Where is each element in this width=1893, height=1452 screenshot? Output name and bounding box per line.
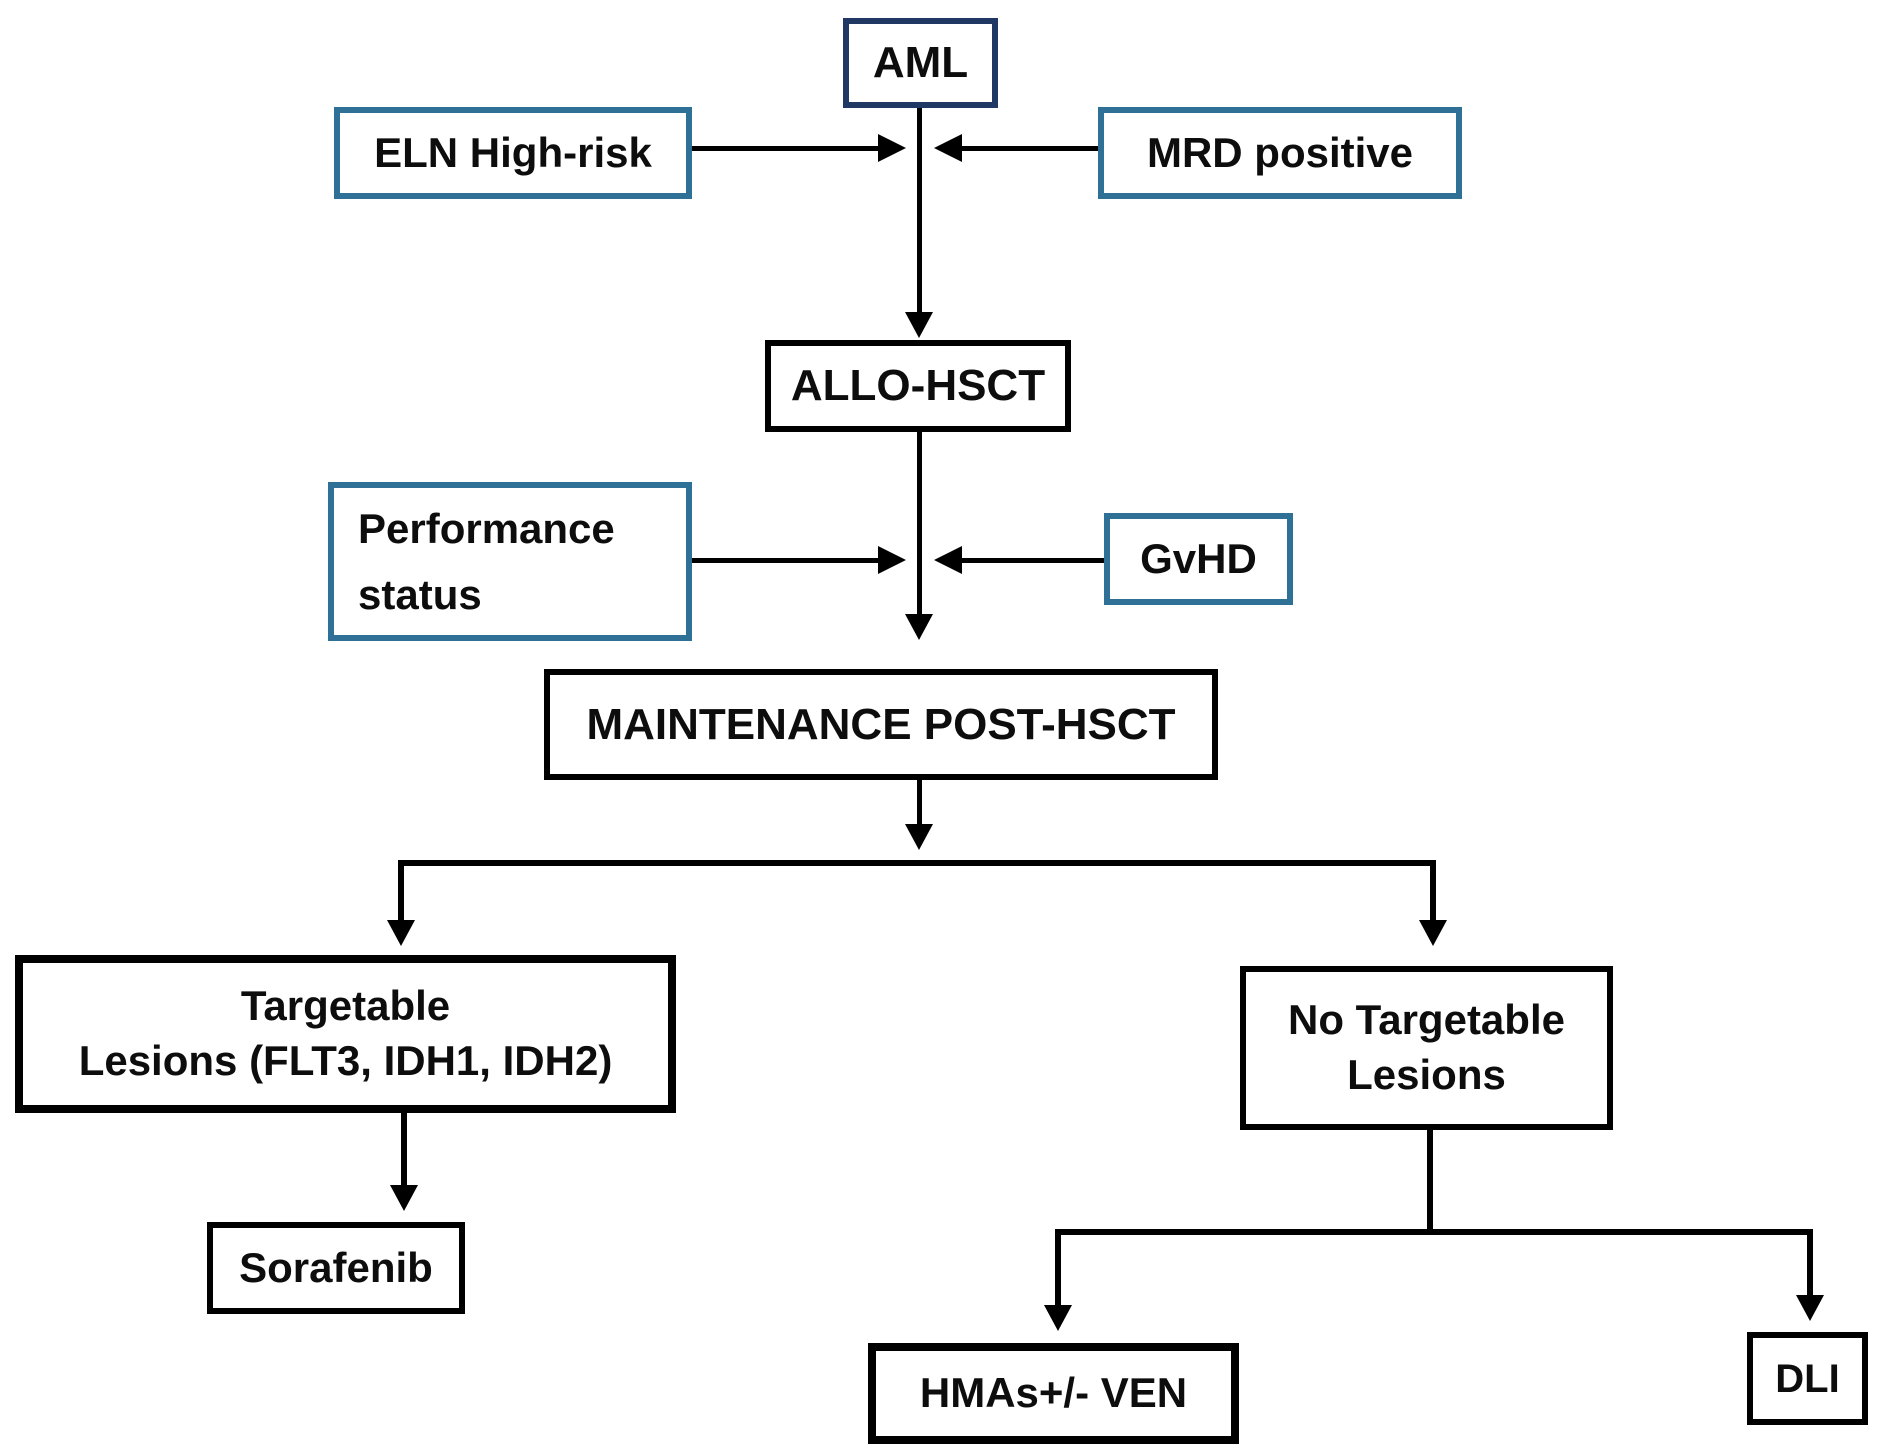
arrowhead-right-from-eln-icon <box>878 134 906 162</box>
arrowhead-left-from-gvhd-icon <box>934 546 962 574</box>
connector-allo-to-maintenance-line <box>917 432 922 616</box>
node-no-targetable-lesions: No Targetable Lesions <box>1240 966 1613 1130</box>
node-targetable-lesions: Targetable Lesions (FLT3, IDH1, IDH2) <box>15 955 676 1113</box>
node-eln-high-risk: ELN High-risk <box>334 107 692 199</box>
node-performance-status-line2: status <box>358 570 482 618</box>
arrowhead-down-into-dli-icon <box>1796 1295 1824 1321</box>
node-maintenance-post-hsct: MAINTENANCE POST-HSCT <box>544 669 1218 780</box>
connector-split2-horizontal-line <box>1055 1229 1813 1235</box>
node-no-targetable-lesions-line1: No Targetable <box>1288 996 1565 1044</box>
connector-split2-left-drop-line <box>1055 1229 1061 1307</box>
node-no-targetable-lesions-line2: Lesions <box>1347 1051 1506 1098</box>
node-hmas-ven-label: HMAs+/- VEN <box>919 1369 1188 1417</box>
arrowhead-left-from-mrd-icon <box>934 134 962 162</box>
node-dli-label: DLI <box>1775 1356 1840 1401</box>
node-performance-status-line1: Performance <box>358 505 615 553</box>
arrowhead-down-into-hmas-icon <box>1044 1305 1072 1331</box>
node-allo-hsct: ALLO-HSCT <box>765 340 1071 432</box>
arrowhead-down-into-sorafenib-icon <box>390 1185 418 1211</box>
node-sorafenib-label: Sorafenib <box>239 1243 433 1291</box>
connector-split2-right-drop-line <box>1807 1229 1813 1297</box>
node-mrd-positive-label: MRD positive <box>1146 128 1414 176</box>
node-maintenance-post-hsct-label: MAINTENANCE POST-HSCT <box>586 699 1176 749</box>
arrowhead-down-into-maintenance-icon <box>905 614 933 640</box>
connector-performance-arrow-line <box>692 558 878 563</box>
node-aml-label: AML <box>872 38 969 88</box>
arrowhead-down-into-allo-icon <box>905 312 933 338</box>
connector-maintenance-to-split-line <box>917 780 922 826</box>
node-hmas-ven: HMAs+/- VEN <box>868 1343 1239 1444</box>
node-sorafenib: Sorafenib <box>207 1222 465 1314</box>
node-allo-hsct-label: ALLO-HSCT <box>790 361 1046 411</box>
node-eln-high-risk-label: ELN High-risk <box>374 128 652 176</box>
arrowhead-down-split-icon <box>905 824 933 850</box>
arrowhead-right-from-performance-icon <box>878 546 906 574</box>
node-targetable-lesions-line1: Targetable <box>240 982 451 1030</box>
connector-split1-right-drop-line <box>1430 860 1436 922</box>
connector-no-targetable-to-split2-line <box>1427 1130 1433 1235</box>
connector-split1-horizontal-line <box>398 860 1436 866</box>
node-gvhd-label: GvHD <box>1140 534 1257 582</box>
node-gvhd: GvHD <box>1104 513 1293 605</box>
arrowhead-down-into-targetable-icon <box>387 920 415 946</box>
connector-mrd-arrow-line <box>962 146 1098 151</box>
node-aml: AML <box>843 18 998 108</box>
node-performance-status: Performance status <box>328 482 692 641</box>
node-dli: DLI <box>1747 1332 1868 1425</box>
connector-aml-to-allo-line <box>917 108 922 314</box>
connector-targetable-to-sorafenib-line <box>401 1113 407 1187</box>
connector-gvhd-arrow-line <box>962 558 1104 563</box>
node-targetable-lesions-line2: Lesions (FLT3, IDH1, IDH2) <box>78 1037 613 1084</box>
node-mrd-positive: MRD positive <box>1098 107 1462 199</box>
arrowhead-down-into-no-targetable-icon <box>1419 920 1447 946</box>
connector-eln-arrow-line <box>692 146 878 151</box>
connector-split1-left-drop-line <box>398 860 404 922</box>
